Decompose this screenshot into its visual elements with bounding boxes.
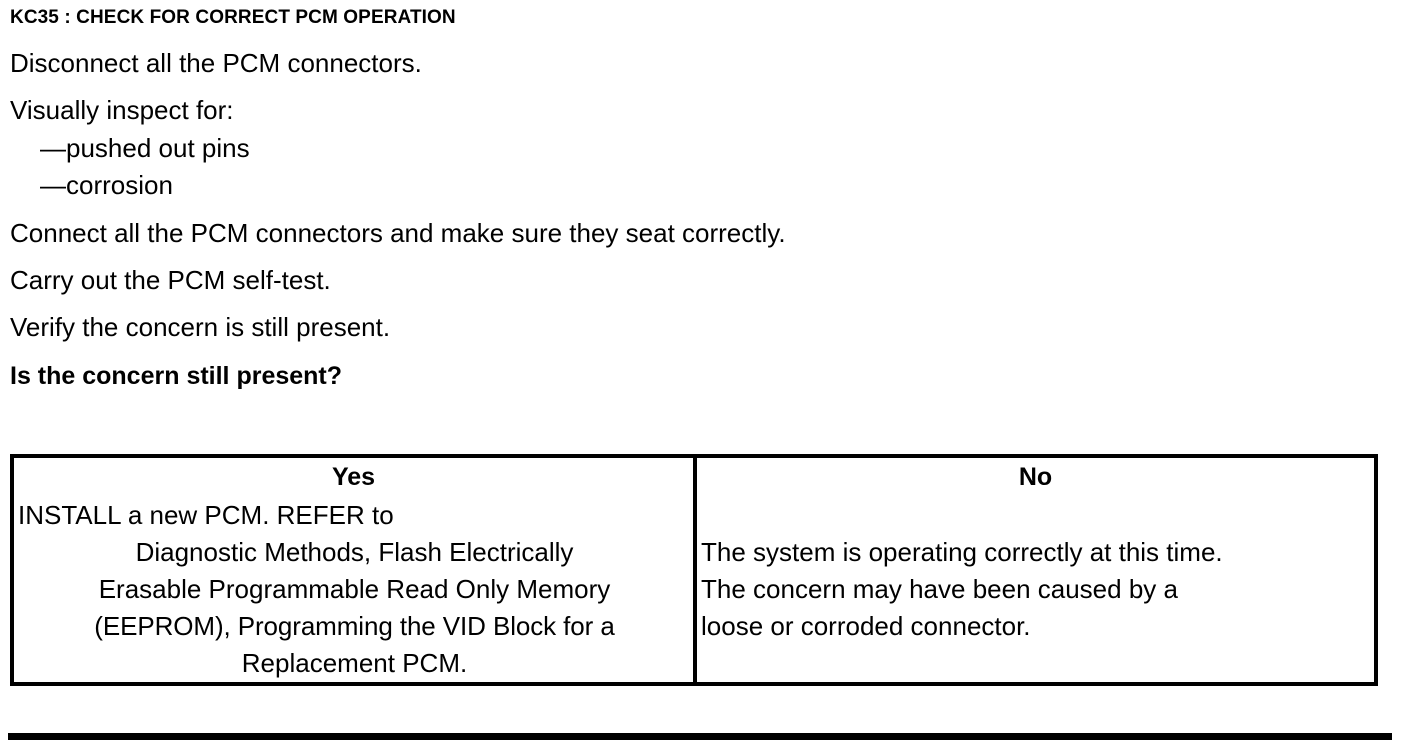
decision-question: Is the concern still present? — [10, 362, 343, 390]
procedure-line-7: Verify the concern is still present. — [10, 312, 391, 342]
yes-action-line-2: Diagnostic Methods, Flash Electrically — [135, 536, 574, 567]
procedure-line-6: Carry out the PCM self-test. — [10, 265, 331, 295]
page-title: KC35 : CHECK FOR CORRECT PCM OPERATION — [10, 7, 456, 28]
yes-action-line-4: (EEPROM), Programming the VID Block for … — [94, 610, 615, 641]
table-row: INSTALL a new PCM. REFER to Diagnostic M… — [12, 496, 1376, 684]
procedure-line-4: —corrosion — [40, 170, 173, 200]
yes-action-line-3: Erasable Programmable Read Only Memory — [98, 573, 611, 604]
table-cell-no-action: The system is operating correctly at thi… — [695, 496, 1376, 684]
no-action-line-3: loose or corroded connector. — [701, 610, 1031, 641]
table-header-no: No — [1018, 463, 1053, 491]
table-cell-yes-action: INSTALL a new PCM. REFER to Diagnostic M… — [12, 496, 697, 684]
no-action-line-2: The concern may have been caused by a — [701, 573, 1178, 604]
table-header-yes: Yes — [12, 456, 697, 496]
procedure-line-5: Connect all the PCM connectors and make … — [10, 218, 786, 248]
decision-table: Yes No INSTALL a new PCM. REFER to Diagn… — [10, 454, 1378, 686]
procedure-line-2: Visually inspect for: — [10, 95, 234, 125]
section-divider-rule — [8, 733, 1392, 740]
procedure-line-3: —pushed out pins — [40, 133, 250, 163]
yes-action-line-5: Replacement PCM. — [241, 647, 468, 678]
no-action-line-1: The system is operating correctly at thi… — [701, 536, 1223, 567]
table-header-row: Yes No — [12, 456, 1376, 496]
yes-action-line-1: INSTALL a new PCM. REFER to — [18, 499, 394, 530]
procedure-line-1: Disconnect all the PCM connectors. — [10, 48, 422, 78]
